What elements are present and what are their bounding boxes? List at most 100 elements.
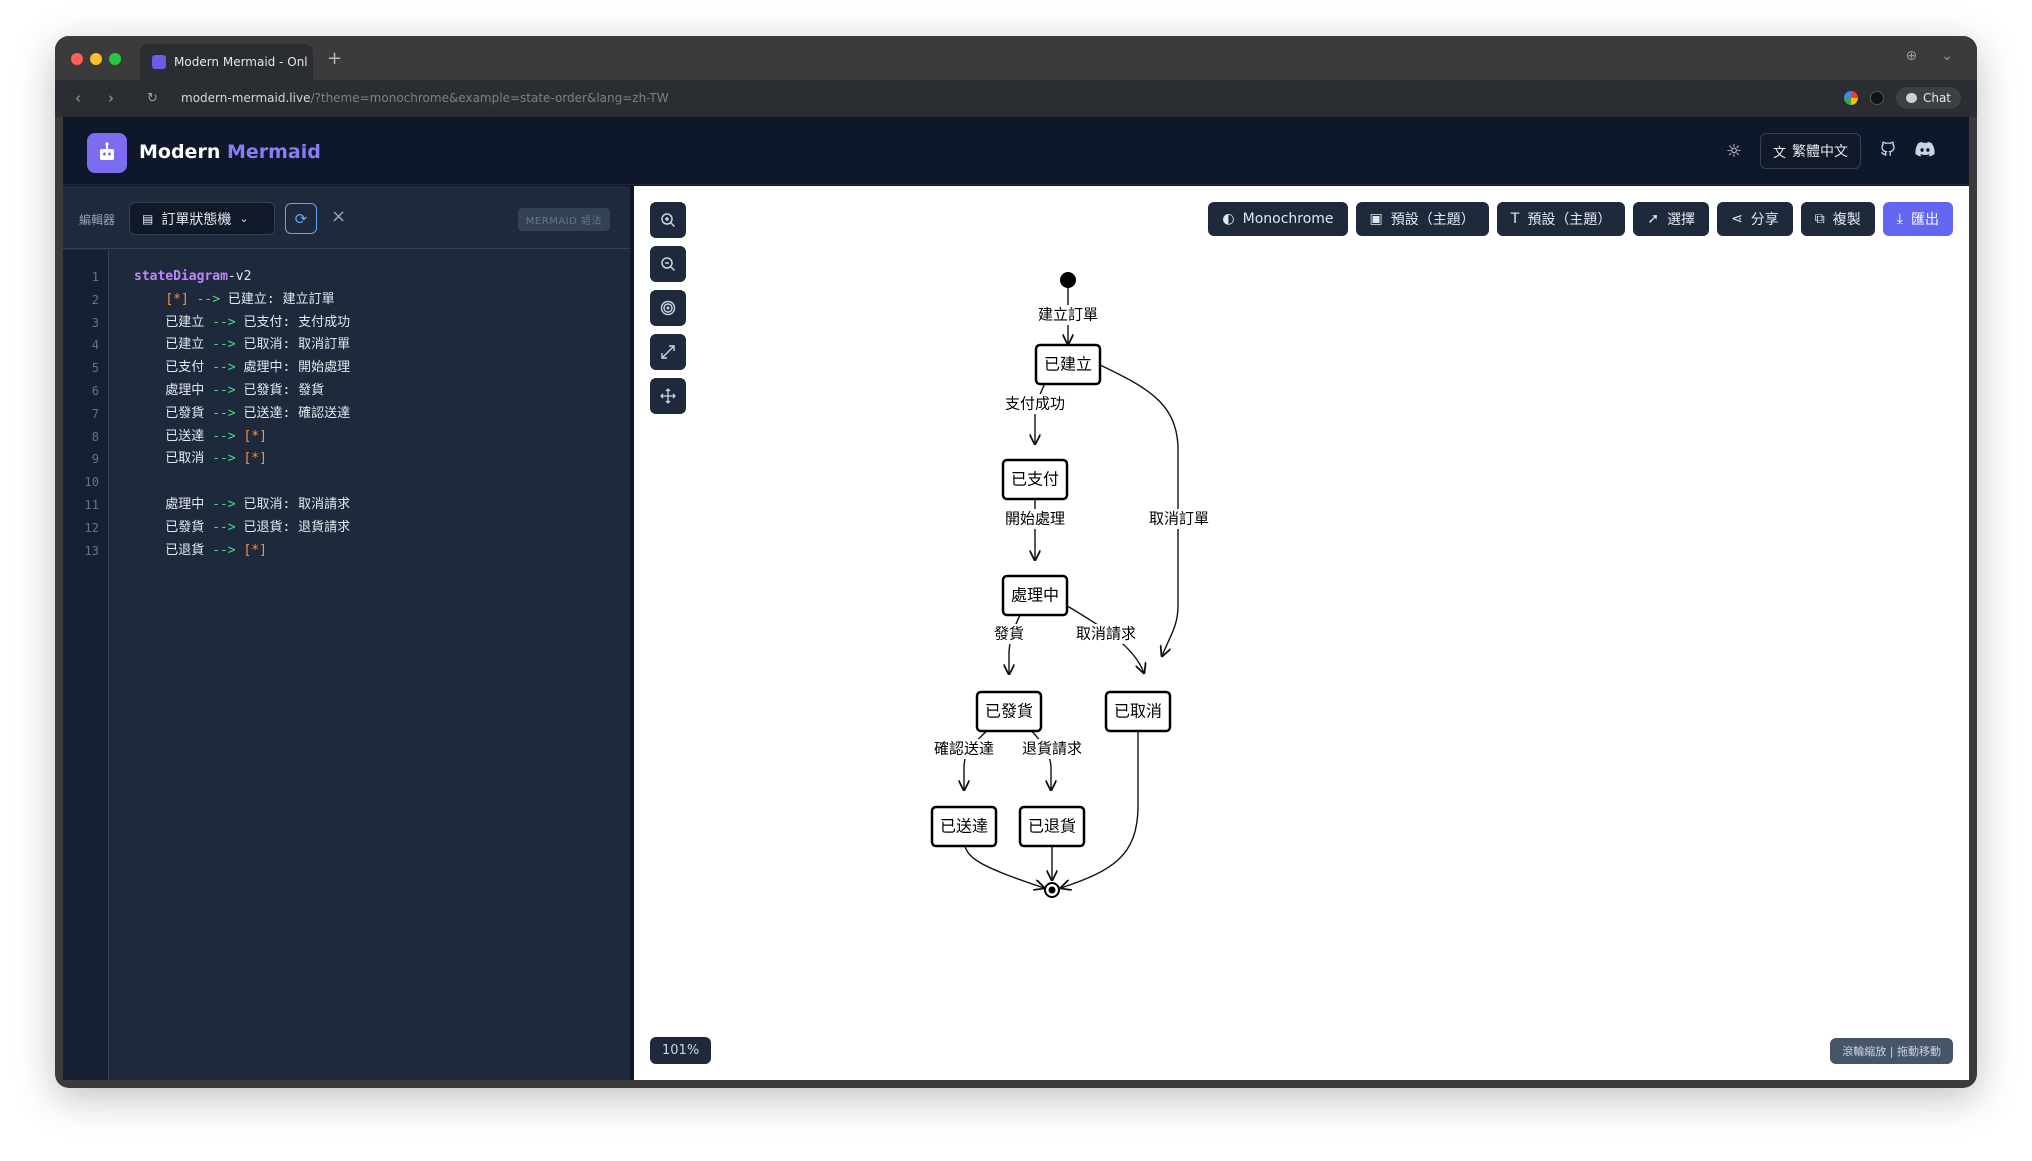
extension-icon[interactable]: [1843, 91, 1858, 105]
move-icon: [660, 388, 676, 404]
address-bar: ‹ › ↻ modern-mermaid.live/?theme=monochr…: [55, 80, 1977, 117]
back-icon[interactable]: ‹: [75, 89, 81, 107]
state-paid[interactable]: 已支付: [1001, 458, 1069, 501]
code-text: 已取消 --> [*]: [134, 451, 267, 467]
canvas-toolbar: ◐ Monochrome ▣ 預設（主題） T 預設（主題） ➚ 選擇 ⋖: [1208, 202, 1953, 236]
state-created-label: 已建立: [1044, 355, 1092, 374]
discord-icon[interactable]: [1915, 141, 1935, 161]
code-line: 13 已退貨 --> [*]: [63, 540, 630, 563]
diagram-canvas[interactable]: 建立訂單 支付成功 取消訂單 開始處理 發貨 取消請求 確認送達 退貨請求 已建…: [634, 186, 1969, 1080]
reload-icon[interactable]: ↻: [147, 91, 158, 106]
edge-label-ship: 發貨: [994, 625, 1024, 643]
zoom-out-button[interactable]: [650, 246, 686, 282]
browser-window: Modern Mermaid - Onl + ⊕ ⌄ ‹ › ↻ modern-…: [55, 36, 1977, 1088]
brand-title: Modern Mermaid: [139, 141, 321, 163]
chat-button[interactable]: Chat: [1895, 87, 1961, 109]
tab-title: Modern Mermaid - Onl: [174, 55, 308, 69]
copy-button[interactable]: ⧉ 複製: [1800, 202, 1875, 236]
chat-label: Chat: [1922, 91, 1951, 105]
code-line: 12 已發貨 --> 已退貨: 退貨請求: [63, 517, 630, 540]
fullscreen-button[interactable]: [650, 334, 686, 370]
line-number: 5: [91, 361, 99, 376]
select-button[interactable]: ➚ 選擇: [1633, 202, 1710, 236]
share-label: 分享: [1750, 212, 1779, 228]
theme-button[interactable]: ◐ Monochrome: [1208, 202, 1348, 236]
copy-label: 複製: [1832, 212, 1861, 228]
profile-icon[interactable]: [1869, 91, 1884, 105]
zoom-in-button[interactable]: [650, 202, 686, 238]
state-created[interactable]: 已建立: [1034, 343, 1102, 386]
share-button[interactable]: ⋖ 分享: [1717, 202, 1793, 236]
clear-icon[interactable]: ×: [331, 206, 347, 227]
line-number: 9: [91, 452, 99, 467]
export-button[interactable]: ⤓ 匯出: [1882, 202, 1953, 236]
font-label: 預設（主題）: [1527, 212, 1612, 228]
code-text: 已退貨 --> [*]: [134, 542, 267, 558]
theme-toggle-sun-icon[interactable]: ☼: [1725, 140, 1742, 162]
code-text: 已發貨 --> 已送達: 確認送達: [134, 405, 351, 421]
line-number: 4: [91, 338, 99, 353]
refresh-button[interactable]: ⟳: [285, 203, 317, 234]
edge-label-start-processing: 開始處理: [1005, 510, 1065, 528]
close-window-button[interactable]: [71, 53, 83, 65]
zoom-out-icon: [661, 257, 676, 272]
reset-view-button[interactable]: [650, 290, 686, 326]
document-icon: ▤: [142, 211, 154, 226]
copy-icon: ⧉: [1814, 211, 1825, 227]
browser-tab[interactable]: Modern Mermaid - Onl: [140, 44, 313, 80]
new-tab-icon[interactable]: +: [327, 48, 343, 69]
background-label: 預設（主題）: [1390, 212, 1475, 228]
state-cancelled-label: 已取消: [1114, 702, 1162, 721]
expand-icon: [661, 345, 675, 359]
line-number: 7: [91, 406, 99, 421]
state-returned[interactable]: 已退貨: [1018, 805, 1086, 848]
tab-list-chevron-icon[interactable]: ⌄: [1941, 48, 1953, 64]
code-text: 處理中 --> 已取消: 取消請求: [134, 496, 351, 512]
language-button[interactable]: 文 繁體中文: [1759, 133, 1861, 169]
line-number: 8: [91, 429, 99, 444]
brand-primary: Modern: [139, 141, 221, 163]
code-text: 已支付 --> 處理中: 開始處理: [134, 360, 351, 376]
code-text: 已建立 --> 已取消: 取消訂單: [134, 337, 351, 353]
forward-icon[interactable]: ›: [108, 89, 114, 107]
code-text: 已送達 --> [*]: [134, 428, 267, 444]
translate-icon: 文: [1772, 145, 1786, 161]
edge-cancelled-end: [1061, 723, 1139, 888]
download-icon[interactable]: ⊕: [1905, 48, 1918, 64]
minimize-window-button[interactable]: [90, 53, 102, 65]
github-icon[interactable]: [1879, 140, 1897, 163]
code-line: 6 處理中 --> 已發貨: 發貨: [63, 380, 630, 403]
canvas-hint: 滾輪縮放 | 拖動移動: [1830, 1038, 1953, 1064]
code-line: 7 已發貨 --> 已送達: 確認送達: [63, 403, 630, 426]
line-number: 1: [91, 270, 99, 284]
background-button[interactable]: ▣ 預設（主題）: [1355, 202, 1489, 236]
line-number: 6: [91, 383, 99, 398]
maximize-window-button[interactable]: [109, 53, 121, 65]
url-host: modern-mermaid.live: [181, 91, 311, 105]
state-returned-label: 已退貨: [1028, 817, 1076, 836]
state-processing-label: 處理中: [1011, 586, 1059, 605]
url-field[interactable]: modern-mermaid.live/?theme=monochrome&ex…: [181, 91, 669, 105]
code-line: 2 [*] --> 已建立: 建立訂單: [63, 289, 630, 312]
line-number: 2: [91, 292, 99, 307]
zoom-level: 101%: [650, 1037, 712, 1064]
state-cancelled[interactable]: 已取消: [1104, 690, 1172, 733]
state-shipped[interactable]: 已發貨: [975, 690, 1043, 733]
state-delivered[interactable]: 已送達: [930, 805, 998, 848]
edge-created-cancelled: [1093, 361, 1179, 656]
line-number: 12: [84, 520, 99, 535]
example-select[interactable]: ▤ 訂單狀態機 ⌄: [129, 202, 275, 235]
code-line: 3 已建立 --> 已支付: 支付成功: [63, 312, 630, 335]
editor-toolbar: 編輯器 ▤ 訂單狀態機 ⌄ ⟳ × MERMAID 語法: [63, 186, 630, 249]
state-shipped-label: 已發貨: [985, 702, 1033, 721]
pan-button[interactable]: [650, 378, 686, 414]
start-state: [1060, 272, 1076, 288]
edge-label-confirm-delivery: 確認送達: [934, 740, 994, 758]
chat-bubble-icon: [1905, 93, 1917, 103]
edge-label-pay-success: 支付成功: [1005, 395, 1065, 413]
state-processing[interactable]: 處理中: [1001, 574, 1069, 617]
font-button[interactable]: T 預設（主題）: [1496, 202, 1626, 236]
